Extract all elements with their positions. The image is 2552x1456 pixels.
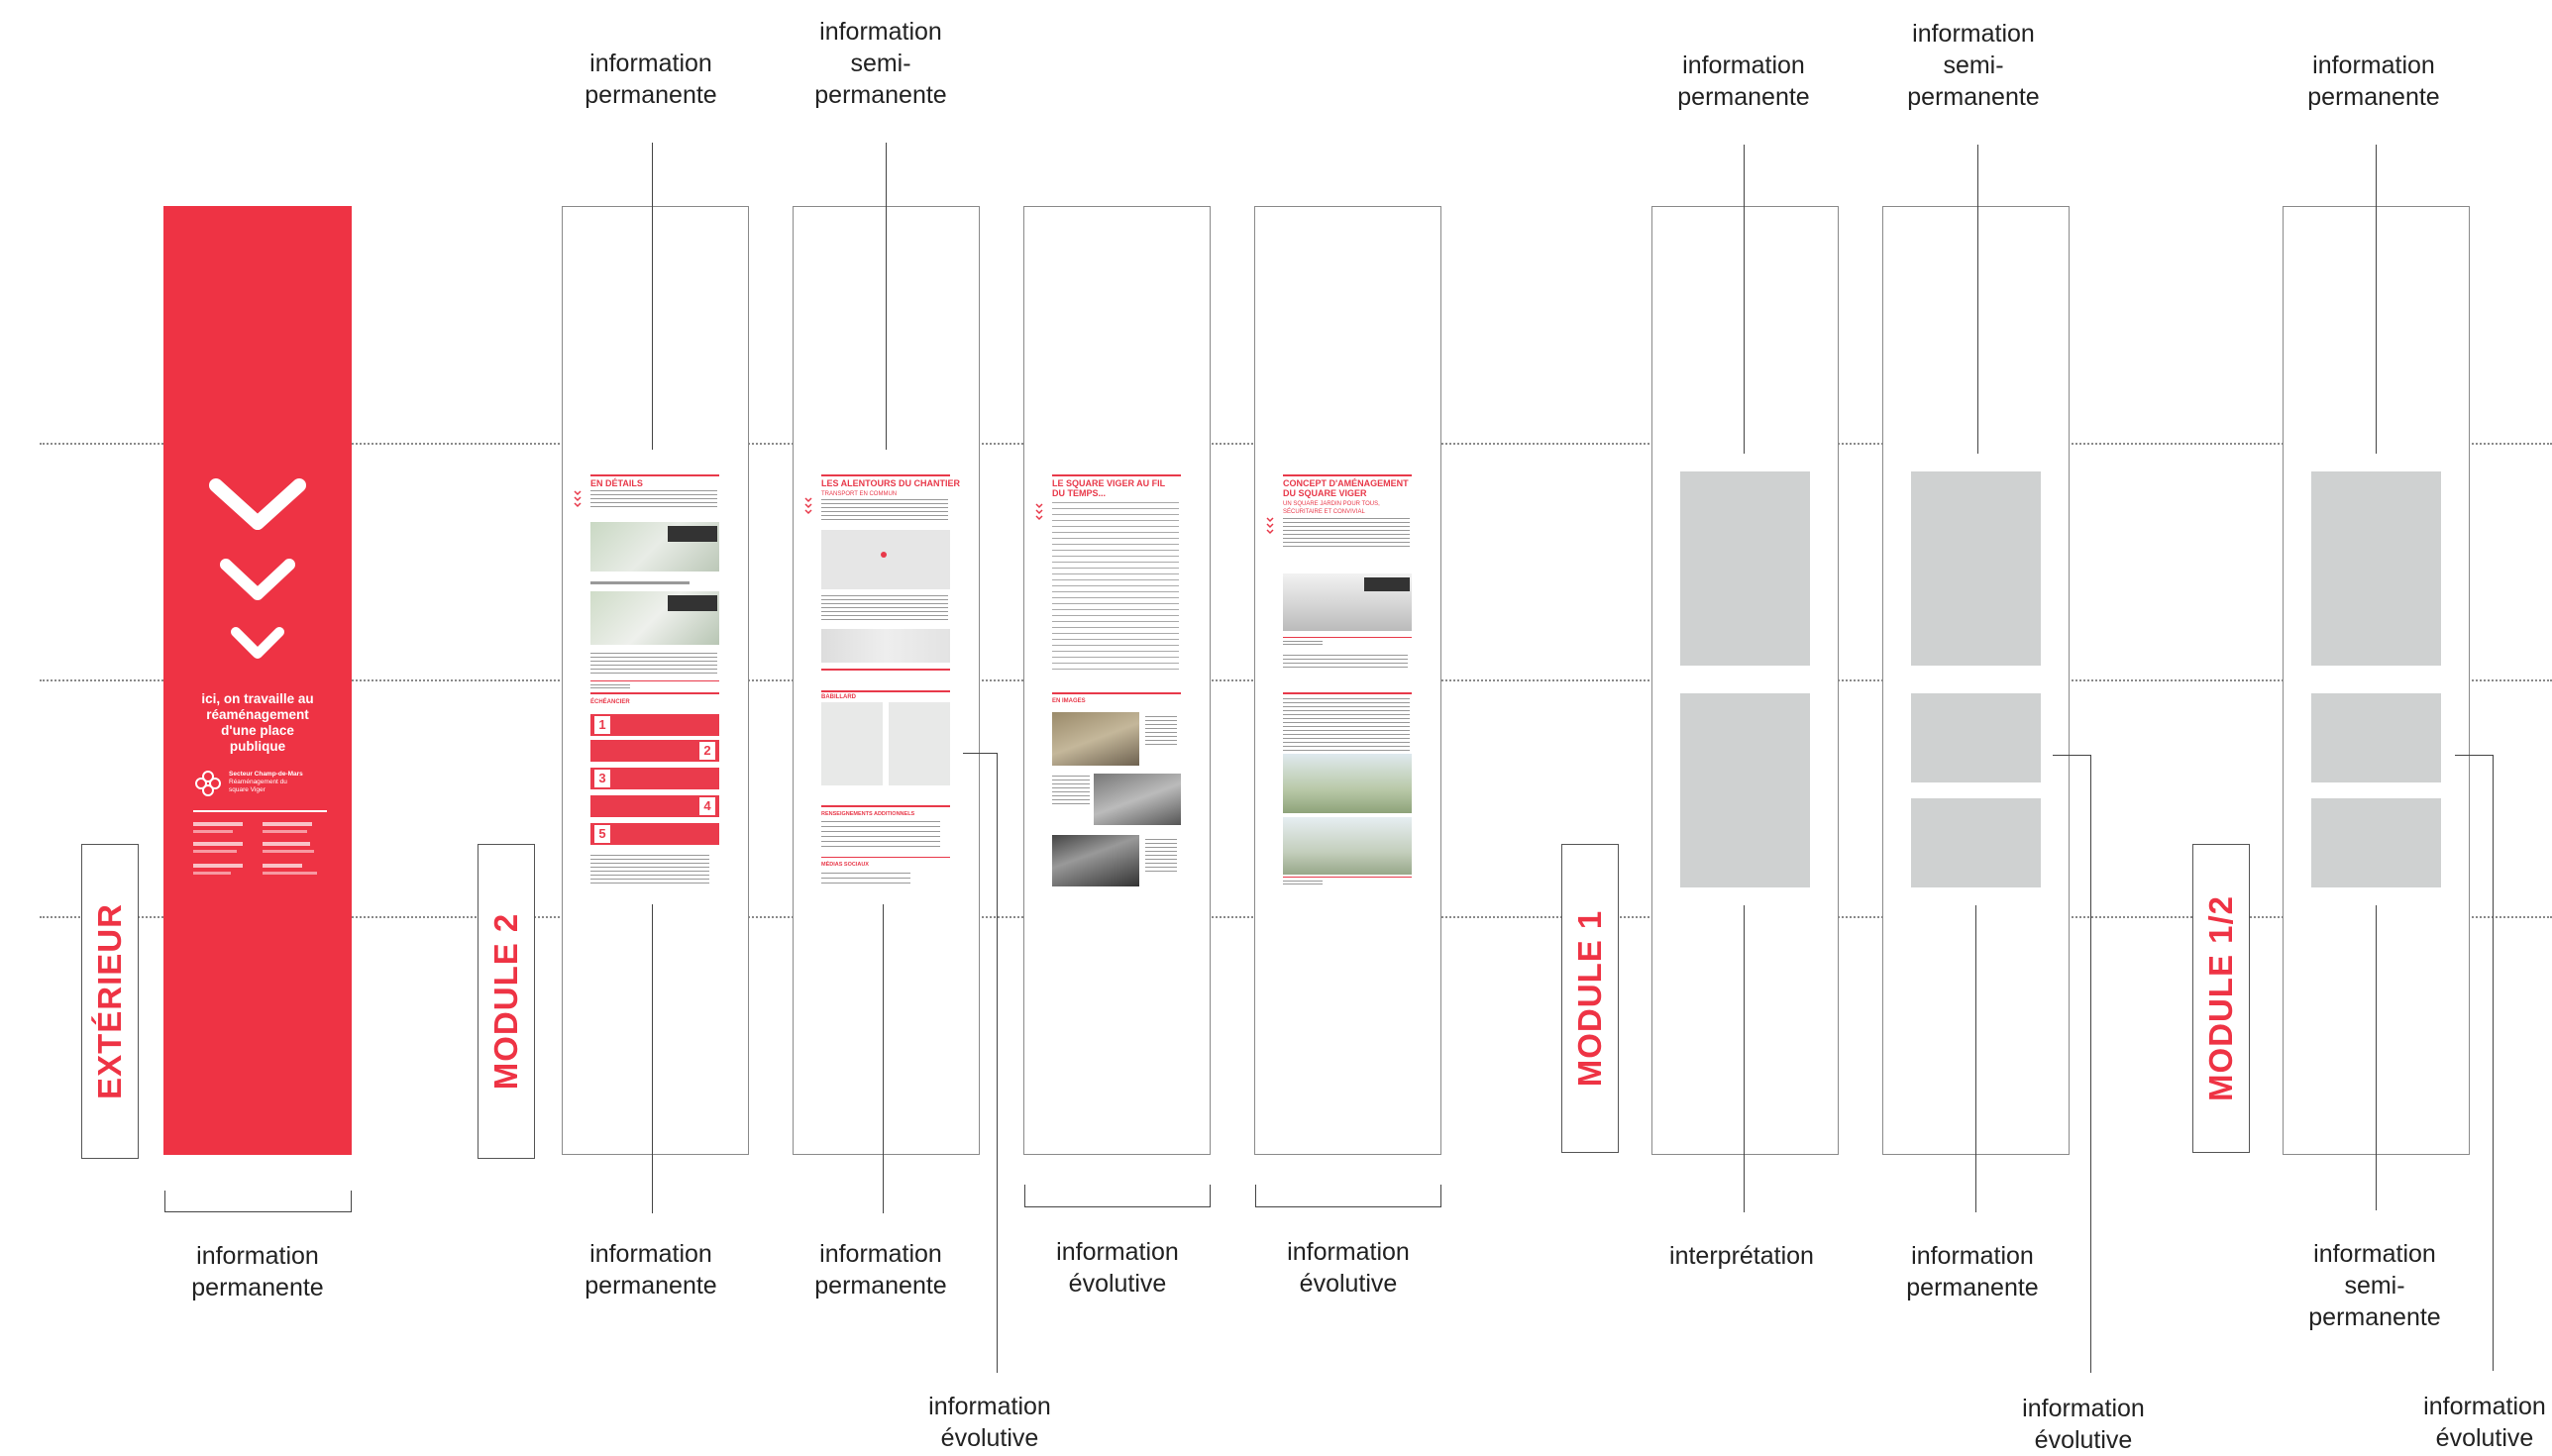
connector-m1-p1-bottom: [1744, 905, 1745, 1212]
panel-title: EN DÉTAILS: [590, 478, 643, 488]
panel-subtitle: TRANSPORT EN COMMUN: [821, 491, 898, 497]
bracket-left: [1024, 1185, 1025, 1206]
info-title: RENSEIGNEMENTS ADDITIONNELS: [821, 811, 915, 817]
bracket-left: [1255, 1185, 1256, 1206]
placeholder-panel: [1911, 471, 2041, 666]
placeholder-panel: [1911, 693, 2041, 782]
connector-m1-p2-top: [1977, 145, 1978, 454]
chevron-down-icon: [1034, 502, 1044, 522]
connector-m1-evol-h: [2053, 755, 2091, 756]
step-number: 3: [594, 770, 610, 787]
panel-title: LES ALENTOURS DU CHANTIER: [821, 478, 961, 488]
montreal-flower-logo: [195, 771, 221, 796]
exterior-red-panel: ici, on travaille au réaménagement d'une…: [163, 206, 352, 1155]
module2-panel-1: EN DÉTAILS ÉCHÉANCIER 1 2 3 4 5: [562, 206, 749, 1155]
placeholder-panel: [2311, 471, 2441, 666]
module-label-text: MODULE 1/2: [2202, 894, 2239, 1102]
chevron-down-icon: [573, 489, 583, 509]
connector-m1-p2-bottom: [1975, 905, 1976, 1212]
exterior-logo-text: Secteur Champ-de-Mars Réaménagement du s…: [229, 771, 303, 793]
bracket-right: [1440, 1185, 1441, 1206]
bracket-right: [1210, 1185, 1211, 1206]
connector-m1-p1-top: [1744, 145, 1745, 454]
connector-m2-evol-v: [997, 753, 998, 1373]
exterior-credits: [193, 822, 327, 884]
connector-mh-evol-v: [2493, 755, 2494, 1371]
placeholder-panel: [2311, 798, 2441, 887]
module1-panel-1: [1651, 206, 1839, 1155]
bracket-left: [164, 1191, 165, 1212]
images-title: EN IMAGES: [1052, 698, 1086, 704]
exterior-headline: ici, on travaille au réaménagement d'une…: [201, 691, 314, 754]
bracket-right: [351, 1191, 352, 1212]
module-label-text: MODULE 2: [487, 912, 524, 1091]
chevron-down-icon: [803, 496, 813, 516]
bracket-base: [1255, 1206, 1441, 1207]
connector-mh-evol-h: [2455, 755, 2494, 756]
step-number: 4: [699, 797, 715, 815]
placeholder-panel: [1680, 693, 1810, 887]
connector-m2-evol-h: [963, 753, 998, 754]
connector-m2-p1-bottom: [652, 904, 653, 1213]
module-label-1: MODULE 1: [1561, 844, 1619, 1153]
connector-m2-p2-bottom: [883, 904, 884, 1213]
step-number: 5: [594, 825, 610, 843]
module-label-2: MODULE 2: [478, 844, 535, 1159]
bulletin-title: BABILLARD: [821, 694, 856, 700]
bracket-base: [164, 1211, 352, 1212]
module-label-exterieur: EXTÉRIEUR: [81, 844, 139, 1159]
placeholder-panel: [1680, 471, 1810, 666]
schedule-title: ÉCHÉANCIER: [590, 699, 630, 705]
module-label-text: EXTÉRIEUR: [91, 903, 128, 1099]
connector-mh-p1-bottom: [2376, 905, 2377, 1210]
map-marker-icon: [881, 552, 887, 558]
panel-subtitle: UN SQUARE JARDIN POUR TOUS,SÉCURITAIRE E…: [1283, 501, 1380, 515]
placeholder-panel: [2311, 693, 2441, 782]
module2-panel-2: LES ALENTOURS DU CHANTIER TRANSPORT EN C…: [793, 206, 980, 1155]
connector-m2-p2-top: [886, 143, 887, 450]
connector-m2-p1-top: [652, 143, 653, 450]
chevron-down-icon: [209, 478, 306, 659]
step-number: 1: [594, 716, 610, 734]
exterior-divider: [193, 810, 327, 812]
chevron-down-icon: [1265, 516, 1275, 536]
connector-mh-p1-top: [2376, 145, 2377, 454]
module-label-half: MODULE 1/2: [2192, 844, 2250, 1153]
social-title: MÉDIAS SOCIAUX: [821, 862, 869, 868]
bracket-base: [1024, 1206, 1211, 1207]
placeholder-panel: [1911, 798, 2041, 887]
step-number: 2: [699, 742, 715, 760]
connector-m1-evol-v: [2090, 755, 2091, 1373]
module-label-text: MODULE 1: [1571, 909, 1608, 1088]
label-m1-p1-bottom: interprétation: [1669, 1242, 1814, 1270]
